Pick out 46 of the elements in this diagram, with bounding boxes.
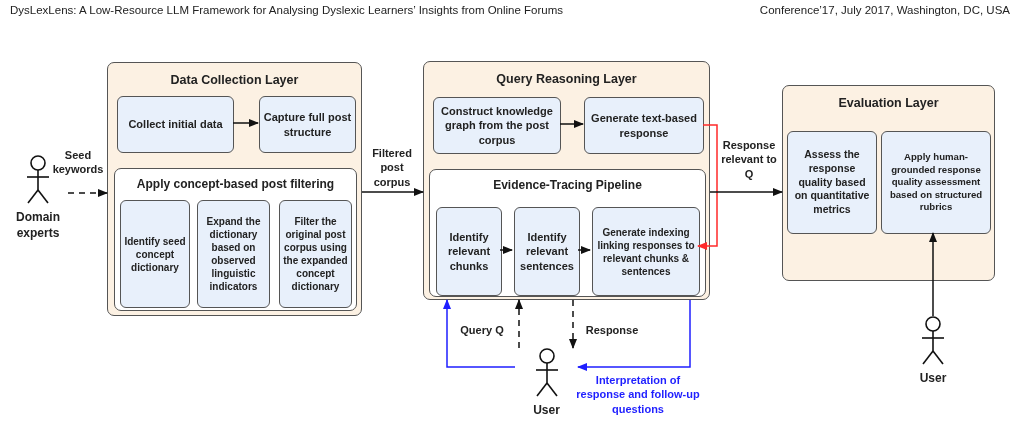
process-box: Filter the original post corpus using the expanded concept dictionary: [279, 200, 352, 308]
layer-panel: [107, 62, 362, 316]
person-label: User: [919, 371, 947, 387]
arrow: [697, 124, 718, 250]
arrow: [709, 188, 783, 196]
arrow: [929, 232, 937, 317]
process-box: Capture full post structure: [259, 96, 356, 153]
edge-label: Filtered post corpus: [371, 146, 413, 189]
arrow: [515, 299, 523, 349]
panel-title: Evidence-Tracing Pipeline: [492, 178, 643, 192]
process-box: Generate indexing linking responses to relevant chunks & sentences: [592, 207, 700, 296]
page-header: DysLexLens: A Low-Resource LLM Framework for Analysing Dyslexic Learners’ Insights from Online Forums: [10, 4, 564, 16]
process-box: Generate text-based response: [584, 97, 704, 154]
person-label: Domain experts: [15, 210, 61, 242]
edge-label: Seed keywords: [51, 148, 105, 177]
group-box: [114, 168, 357, 311]
arrow: [559, 120, 584, 128]
edge-label: Query Q: [459, 323, 505, 338]
panel-title: Apply concept-based post filtering: [135, 177, 336, 191]
arrow: [577, 246, 591, 254]
arrow: [361, 188, 424, 196]
edge-label: Response relevant to Q: [720, 138, 778, 181]
layer-panel: [782, 85, 995, 281]
edge-label: Response: [584, 323, 640, 338]
arrow: [569, 299, 577, 349]
edge-label: Interpretation of response and follow-up questions: [576, 373, 700, 416]
arrow: [67, 189, 108, 197]
process-box: Expand the dictionary based on observed linguistic indicators: [197, 200, 270, 308]
process-box: Collect initial data: [117, 96, 234, 153]
process-box: Construct knowledge graph from the post corpus: [433, 97, 561, 154]
process-box: Assess the response quality based on quantitative metrics: [787, 131, 877, 234]
person-label: User: [533, 403, 560, 419]
process-box: Identify relevant chunks: [436, 207, 502, 296]
process-box: Apply human-grounded response quality assessment based on structured rubrics: [881, 131, 991, 234]
process-box: Identify seed concept dictionary: [120, 200, 190, 308]
arrow: [443, 299, 516, 368]
group-box: [429, 169, 706, 297]
arrow: [232, 119, 259, 127]
panel-title: Data Collection Layer: [169, 73, 300, 87]
arrow: [577, 299, 691, 371]
layer-panel: [423, 61, 710, 300]
arrow: [499, 246, 513, 254]
page-header: Conference’17, July 2017, Washington, DC, USA: [759, 4, 1010, 16]
process-box: Identify relevant sentences: [514, 207, 580, 296]
panel-title: Query Reasoning Layer: [495, 72, 638, 86]
panel-title: Evaluation Layer: [837, 96, 940, 110]
